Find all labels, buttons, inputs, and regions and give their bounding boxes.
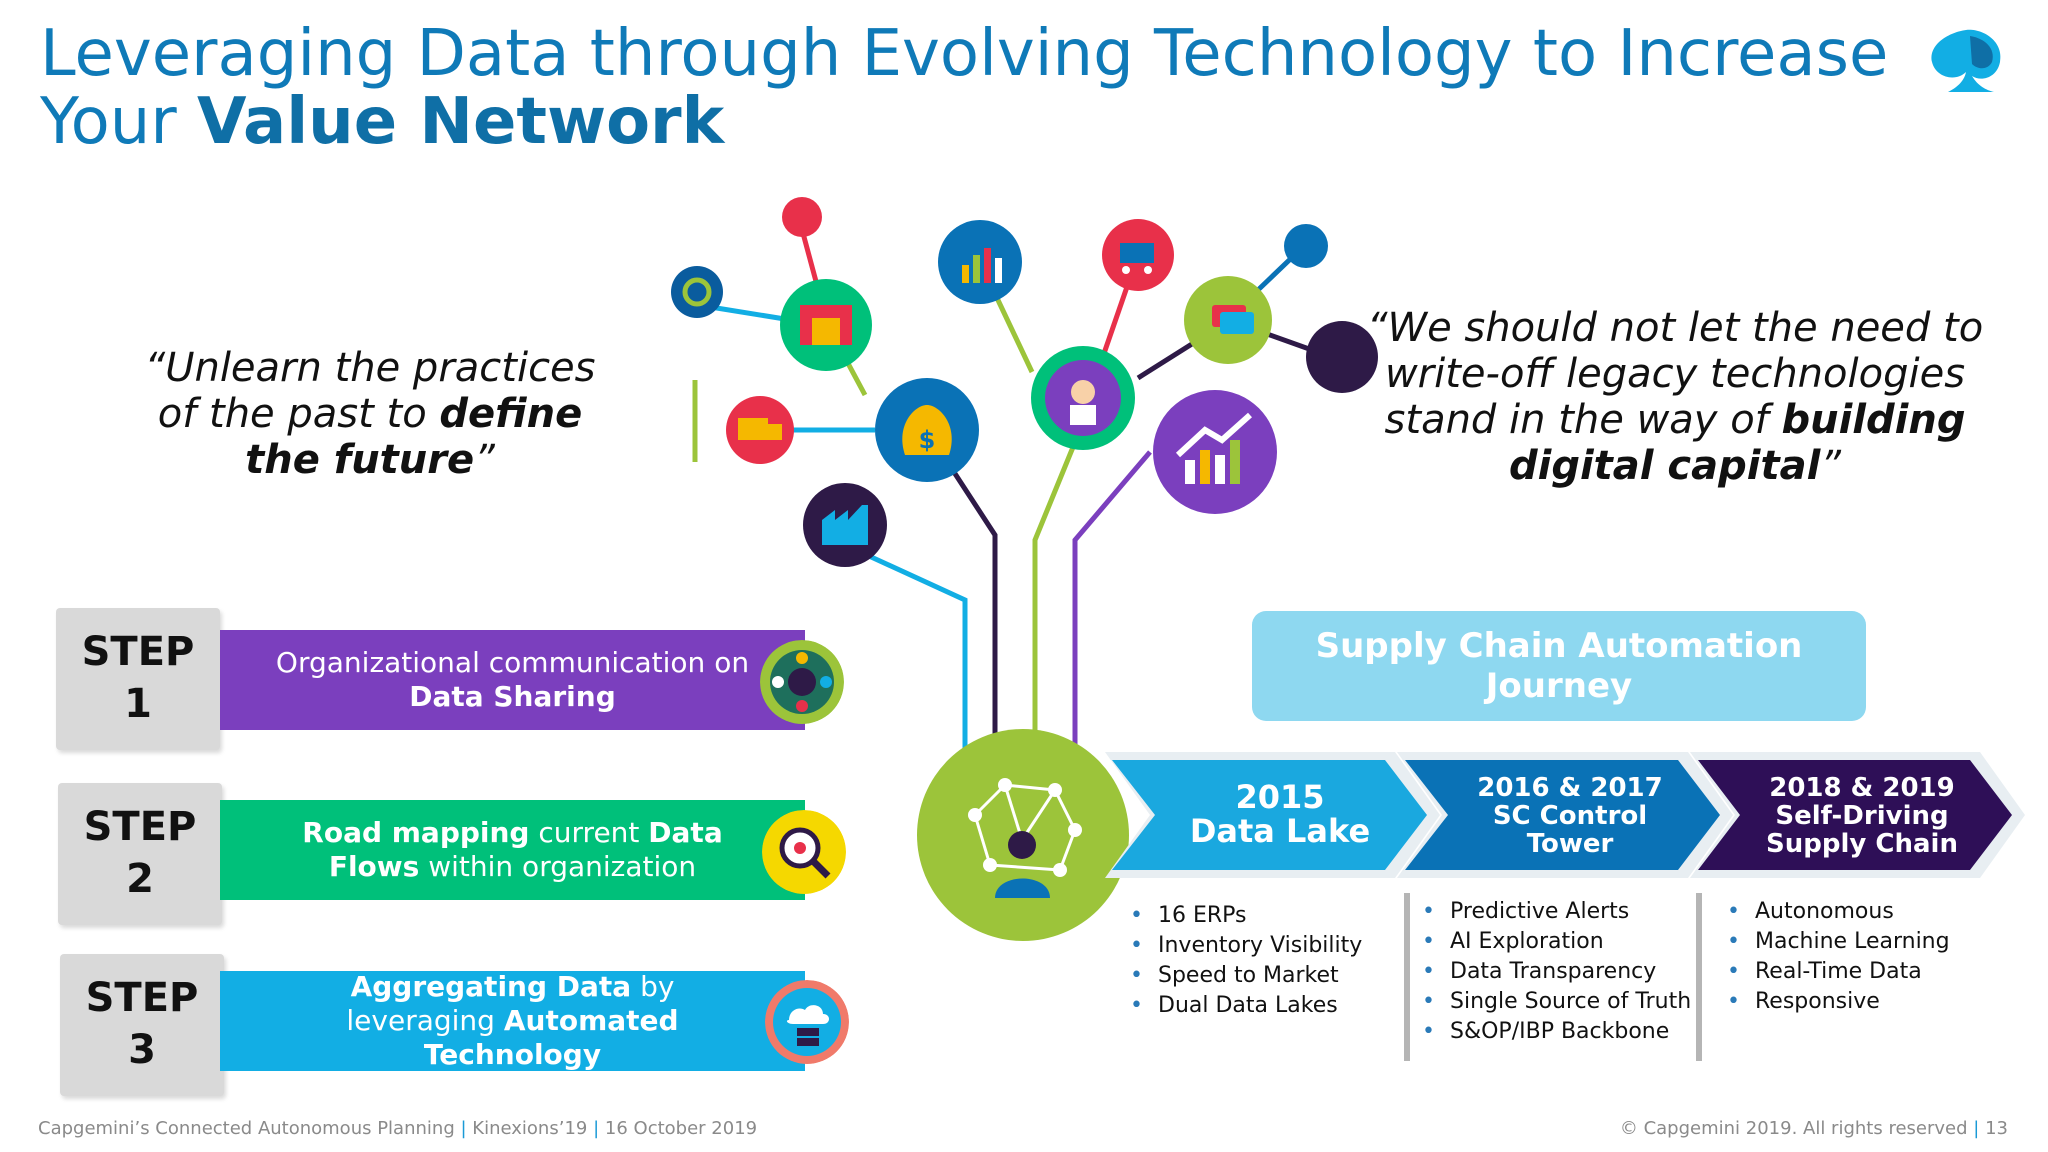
phase-1-name: Data Lake — [1189, 812, 1371, 850]
band-2-text-2: within organization — [419, 850, 697, 883]
step-1-number: 1 — [124, 681, 152, 727]
band-2-text-1: current — [529, 816, 649, 849]
quote-left-end: ” — [474, 437, 495, 483]
list-item: Single Source of Truth — [1420, 987, 1691, 1017]
team-meeting-icon — [760, 640, 844, 724]
band-3-bold-2: Automated Technology — [423, 1004, 679, 1071]
factory-icon — [803, 483, 887, 567]
gear-icon — [671, 266, 723, 318]
step-2-band: Road mapping current Data Flows within o… — [220, 800, 805, 900]
cloud-server-icon — [765, 980, 849, 1064]
divider — [1404, 893, 1410, 1061]
step-3-box: STEP 3 — [60, 954, 224, 1096]
list-item: Dual Data Lakes — [1128, 991, 1362, 1021]
step-1-box: STEP 1 — [56, 608, 220, 750]
quote-right: “We should not let the need to write-off… — [1355, 305, 1995, 489]
bar-chart-icon — [938, 220, 1022, 304]
step-3-label: STEP — [85, 975, 199, 1021]
growth-chart-icon — [1153, 390, 1277, 514]
list-item: AI Exploration — [1420, 927, 1691, 957]
dark-node-icon — [1306, 321, 1378, 393]
phase-3-year: 2018 & 2019 — [1769, 773, 1955, 803]
footer-separator: | — [1973, 1118, 1980, 1139]
title-line-2: Your Value Network — [40, 88, 1900, 156]
blue-node-icon — [1284, 224, 1328, 268]
footer-event: Kinexions’19 — [472, 1118, 588, 1139]
title-line-1: Leveraging Data through Evolving Technol… — [40, 17, 1889, 91]
phase-1-year: 2015 — [1235, 778, 1325, 816]
quote-right-text: “We should not let the need to write-off… — [1366, 305, 1984, 443]
list-item: Machine Learning — [1725, 927, 1950, 957]
step-2-box: STEP 2 — [58, 783, 222, 925]
footer-copyright: © Capgemini 2019. All rights reserved — [1619, 1118, 1968, 1139]
footer-date: 16 October 2019 — [604, 1118, 758, 1139]
money-bag-icon: $ — [875, 378, 979, 482]
title-plain: Your — [40, 85, 197, 159]
shopping-cart-icon — [1102, 219, 1174, 291]
roadmap-search-icon — [762, 810, 846, 894]
band-1-text: Organizational communication on — [275, 646, 750, 679]
phase-2-bullets: Predictive Alerts AI Exploration Data Tr… — [1420, 897, 1691, 1047]
delivery-truck-icon — [726, 396, 794, 464]
band-2-bold-1: Road mapping — [302, 816, 530, 849]
quote-right-end: ” — [1820, 443, 1842, 489]
footer-left: Capgemini’s Connected Autonomous Plannin… — [38, 1118, 757, 1139]
list-item: Predictive Alerts — [1420, 897, 1691, 927]
footer-separator: | — [593, 1118, 600, 1139]
phase-2-name-1: SC Control — [1492, 801, 1648, 831]
list-item: S&OP/IBP Backbone — [1420, 1017, 1691, 1047]
footer-right: © Capgemini 2019. All rights reserved | … — [1620, 1118, 2008, 1139]
divider — [1696, 893, 1702, 1061]
footer-presentation: Capgemini’s Connected Autonomous Plannin… — [38, 1118, 455, 1139]
network-person-icon — [917, 729, 1129, 941]
phase-2-year: 2016 & 2017 — [1477, 773, 1663, 803]
quote-left: “Unlearn the practices of the past to de… — [120, 345, 620, 483]
band-3-text-1: by leveraging — [346, 970, 675, 1037]
quote-left-text: “Unlearn the practices of the past to — [144, 345, 596, 437]
step-1-label: STEP — [81, 629, 195, 675]
band-1-bold: Data Sharing — [409, 680, 616, 713]
step-3-band: Aggregating Data by leveraging Automated… — [220, 970, 805, 1071]
list-item: Real-Time Data — [1725, 957, 1950, 987]
page-title: Leveraging Data through Evolving Technol… — [40, 20, 1900, 156]
list-item: Inventory Visibility — [1128, 931, 1362, 961]
journey-line-1: Supply Chain Automation — [1315, 626, 1803, 666]
step-1-band: Organizational communication on Data Sha… — [220, 630, 805, 730]
phase-1-label: 2015 Data Lake — [1160, 780, 1400, 848]
credit-card-icon — [1184, 276, 1272, 364]
list-item: Data Transparency — [1420, 957, 1691, 987]
phase-3-label: 2018 & 2019 Self-Driving Supply Chain — [1742, 774, 1982, 858]
list-item: 16 ERPs — [1128, 901, 1362, 931]
capgemini-spade-logo — [1931, 29, 2001, 92]
phase-2-label: 2016 & 2017 SC Control Tower — [1450, 774, 1690, 858]
list-item: Autonomous — [1725, 897, 1950, 927]
phase-3-bullets: Autonomous Machine Learning Real-Time Da… — [1725, 897, 1950, 1017]
phase-1-bullets: 16 ERPs Inventory Visibility Speed to Ma… — [1128, 901, 1362, 1021]
svg-text:$: $ — [919, 426, 936, 454]
footer-separator: | — [460, 1118, 467, 1139]
quote-right-bold: building digital capital — [1508, 397, 1966, 489]
step-3-number: 3 — [128, 1027, 156, 1073]
page-number: 13 — [1985, 1118, 2008, 1139]
band-2-bold-2: Data Flows — [328, 816, 723, 883]
phase-3-name-2: Supply Chain — [1766, 829, 1958, 859]
journey-line-2: Journey — [1485, 666, 1633, 706]
journey-header: Supply Chain Automation Journey — [1252, 611, 1866, 721]
step-2-number: 2 — [126, 856, 154, 902]
person-icon — [1031, 346, 1135, 450]
red-node-icon — [782, 197, 822, 237]
band-3-bold-1: Aggregating Data — [350, 970, 632, 1003]
list-item: Responsive — [1725, 987, 1950, 1017]
phase-2-name-2: Tower — [1526, 829, 1614, 859]
warehouse-icon — [780, 279, 872, 371]
phase-3-name-1: Self-Driving — [1775, 801, 1949, 831]
title-bold: Value Network — [196, 85, 725, 159]
step-2-label: STEP — [83, 804, 197, 850]
list-item: Speed to Market — [1128, 961, 1362, 991]
quote-left-bold: define the future — [245, 391, 583, 483]
